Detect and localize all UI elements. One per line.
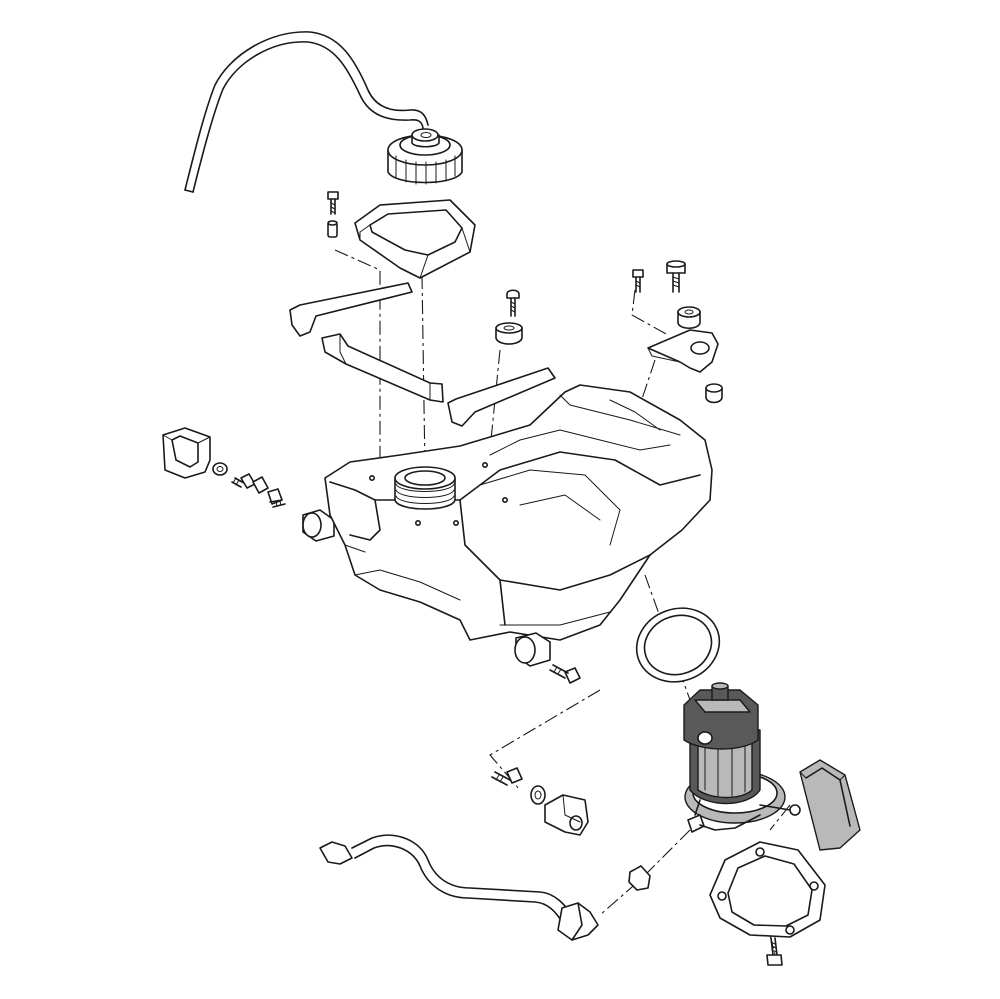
bracket-grommet	[677, 306, 701, 330]
rubber-mount-block	[162, 427, 211, 479]
left-bolt-2	[267, 488, 286, 508]
fuel-pump-module	[683, 682, 801, 833]
left-bolt-1	[231, 473, 269, 494]
left-washer	[212, 462, 228, 476]
gasket-screw	[766, 937, 783, 966]
lower-bolt-2	[491, 767, 523, 786]
filler-trim-bezel	[354, 199, 476, 279]
hose-fitting	[628, 865, 651, 891]
fuel-filler-cap	[387, 128, 463, 185]
pump-mounting-gasket	[709, 841, 826, 938]
mounting-bracket	[647, 329, 719, 373]
trim-collar	[327, 220, 338, 238]
rubber-cushion-left	[302, 509, 335, 542]
bracket-bolt	[666, 260, 686, 293]
bracket-screw	[632, 269, 644, 293]
fuel-feed-hose	[319, 834, 599, 941]
center-bolt	[506, 289, 520, 317]
seal-strip-1	[289, 282, 413, 337]
seal-strip-3	[447, 367, 556, 427]
breather-hose	[184, 31, 429, 193]
center-grommet	[495, 322, 523, 345]
bracket-nut	[705, 383, 723, 404]
lower-bolt-1	[549, 664, 581, 684]
fuel-filter	[799, 759, 861, 851]
trim-bolt	[327, 191, 339, 215]
rubber-cushion-lower	[514, 632, 551, 667]
fuel-pump-gasket-ring	[635, 607, 721, 683]
rubber-mount-lower	[544, 794, 589, 836]
filler-neck	[394, 466, 456, 510]
seal-strip-2	[321, 333, 444, 403]
lower-washer	[530, 785, 546, 805]
fuel-tank	[324, 384, 713, 641]
